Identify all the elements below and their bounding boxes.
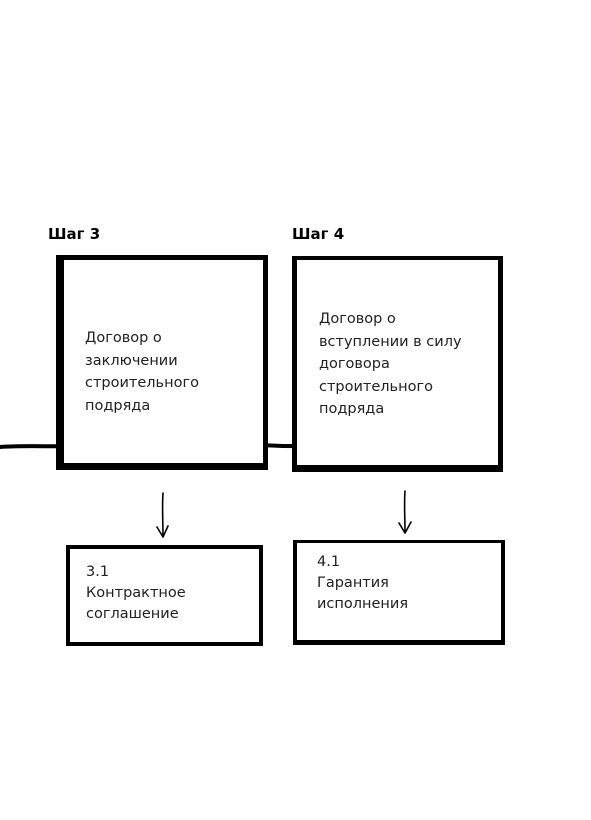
step-4-main-text: Договор о вступлении в силу договора стр… bbox=[319, 311, 462, 417]
step-3-sub-text: 3.1 Контрактное соглашение bbox=[86, 564, 186, 622]
step-3-sub-box bbox=[66, 545, 263, 646]
step-4-label: Шаг 4 bbox=[292, 225, 345, 243]
step-4-main-box bbox=[292, 256, 503, 472]
step-3-label: Шаг 3 bbox=[48, 225, 101, 243]
step-3-main-text: Договор о заключении строительного подря… bbox=[85, 330, 199, 414]
arrow-down-head-step-3 bbox=[156, 525, 169, 538]
step-4-sub-box bbox=[293, 540, 505, 645]
arrow-down-head-step-4 bbox=[398, 521, 412, 534]
step-4-sub-text: 4.1 Гарантия исполнения bbox=[317, 554, 409, 612]
step-3-main-box bbox=[56, 255, 268, 470]
